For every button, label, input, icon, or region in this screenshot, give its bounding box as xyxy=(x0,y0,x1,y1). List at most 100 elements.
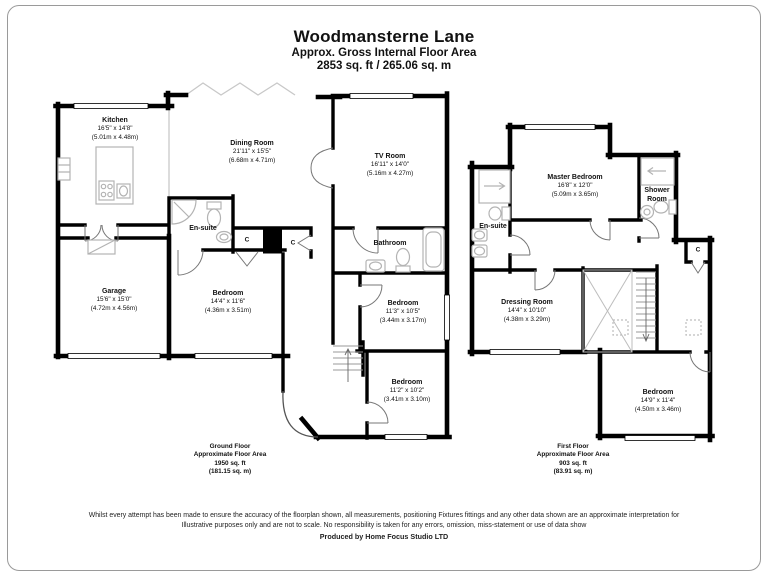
sink-icon xyxy=(471,228,488,242)
cupboard-label: C xyxy=(290,239,296,247)
floor-name: First Floor xyxy=(557,443,589,450)
window xyxy=(73,103,149,109)
room-dims-ft: 21'11" x 15'5" xyxy=(232,148,272,156)
room-dims-m: (4.38m x 3.29m) xyxy=(503,316,551,324)
room-name: Kitchen xyxy=(102,117,128,124)
floor-name: Ground Floor xyxy=(209,443,251,450)
room-dims-m: (6.68m x 4.71m) xyxy=(228,157,276,165)
bath-icon xyxy=(422,227,445,272)
room-dims-m: (4.72m x 4.56m) xyxy=(90,305,138,313)
produced-by: Produced by Home Focus Studio LTD xyxy=(319,532,449,541)
floor-area-label: Approximate Floor Area xyxy=(193,451,267,459)
garage-door xyxy=(67,353,161,359)
floor-area-label: Approximate Floor Area xyxy=(536,451,610,459)
bifold-door xyxy=(297,234,312,252)
room-dims-ft: 14'4" x 11'6" xyxy=(210,298,246,306)
sink-icon xyxy=(215,230,233,244)
room-name: Dining Room xyxy=(230,140,274,147)
room-label-shower-room: Shower Room xyxy=(644,186,669,205)
sink-icon xyxy=(639,204,655,220)
page-border xyxy=(7,5,761,571)
room-label-dining: Dining Room 21'11" x 15'5" (6.68m x 4.71… xyxy=(229,139,276,166)
floor-area-ft: 1950 sq. ft xyxy=(214,459,246,467)
first-fixtures xyxy=(471,157,702,353)
room-dims-m: (4.36m x 3.51m) xyxy=(204,307,252,315)
room-name: Room xyxy=(647,196,667,204)
room-dims-m: (5.09m x 3.65m) xyxy=(551,191,599,199)
room-dims-m: (4.50m x 3.46m) xyxy=(634,406,682,414)
window xyxy=(194,353,273,359)
room-name: TV Room xyxy=(374,153,406,160)
window xyxy=(384,434,428,440)
room-dims-ft: 14'9" x 11'4" xyxy=(640,397,676,405)
room-name: Garage xyxy=(101,288,127,295)
shower-icon xyxy=(478,169,511,204)
window xyxy=(624,435,696,441)
page-subtitle: Approx. Gross Internal Floor Area xyxy=(291,47,477,59)
room-dims-ft: 15'6" x 15'0" xyxy=(96,296,132,304)
zigzag-boundary xyxy=(185,82,296,96)
room-name: En-suite xyxy=(479,223,507,230)
room-label-dressing-room: Dressing Room 14'4" x 10'10" (4.38m x 3.… xyxy=(501,298,553,325)
floor-hatch-icon xyxy=(612,319,629,336)
cupboard-label: C xyxy=(244,236,250,244)
room-name: Bedroom xyxy=(387,300,419,307)
page-title: Woodmansterne Lane xyxy=(293,27,475,46)
bifold-door xyxy=(235,251,259,267)
room-name: Bathroom xyxy=(373,240,407,247)
first-stairs xyxy=(636,271,656,343)
bay-curve xyxy=(282,390,319,438)
first-floor-plan xyxy=(467,122,715,443)
disclaimer-line2: Illustrative purposes only and are not t… xyxy=(181,522,587,529)
ground-windows xyxy=(67,93,450,440)
window xyxy=(349,93,414,99)
first-floor-summary: First Floor Approximate Floor Area 903 s… xyxy=(537,443,610,476)
room-dims-ft: 16'5" x 14'8" xyxy=(97,125,133,133)
room-dims-m: (5.01m x 4.48m) xyxy=(91,134,139,142)
room-name: Bedroom xyxy=(642,389,674,396)
toilet-icon xyxy=(206,201,222,228)
wardrobe-icon xyxy=(582,269,633,353)
toilet-icon xyxy=(488,206,511,221)
window xyxy=(524,124,596,130)
toilet-icon xyxy=(653,199,677,215)
room-dims-ft: 16'8" x 12'0" xyxy=(557,182,593,190)
room-label-bedroom1: Bedroom 14'4" x 11'6" (4.36m x 3.51m) xyxy=(205,289,252,316)
room-dims-m: (3.41m x 3.10m) xyxy=(383,396,431,404)
room-name: Bedroom xyxy=(212,290,244,297)
room-label-ensuite-ground: En-suite xyxy=(189,224,217,233)
floor-area-ft: 903 sq. ft xyxy=(559,459,587,467)
room-dims-m: (3.44m x 3.17m) xyxy=(379,317,427,325)
sink-icon xyxy=(471,244,488,258)
room-label-bedroom3: Bedroom 11'2" x 10'2" (3.41m x 3.10m) xyxy=(384,378,431,405)
total-area: 2853 sq. ft / 265.06 sq. m xyxy=(316,60,452,72)
room-label-bedroom2: Bedroom 11'3" x 10'5" (3.44m x 3.17m) xyxy=(380,299,427,326)
room-label-master-bedroom: Master Bedroom 16'8" x 12'0" (5.09m x 3.… xyxy=(547,173,602,200)
floor-area-m: (181.15 sq. m) xyxy=(208,467,252,475)
ground-fixtures xyxy=(57,146,445,273)
toilet-icon xyxy=(395,247,411,273)
kitchen-island xyxy=(95,146,134,205)
room-dims-ft: 16'11" x 14'0" xyxy=(370,161,410,169)
window xyxy=(444,294,450,341)
room-label-ensuite-first: En-suite xyxy=(479,222,507,231)
disclaimer-line1: Whilst every attempt has been made to en… xyxy=(88,512,680,519)
room-dims-ft: 11'3" x 10'5" xyxy=(385,308,421,316)
room-name: Dressing Room xyxy=(501,299,553,306)
shower-icon xyxy=(640,157,675,186)
floor-hatch-icon xyxy=(685,319,702,336)
room-name: Shower xyxy=(644,187,670,194)
room-name: Master Bedroom xyxy=(547,174,603,181)
room-label-bedroom-first: Bedroom 14'9" x 11'4" (4.50m x 3.46m) xyxy=(635,388,682,415)
ground-stairs xyxy=(333,345,363,382)
first-door-arcs xyxy=(509,217,711,373)
room-dims-ft: 11'2" x 10'2" xyxy=(389,387,425,395)
shower-icon xyxy=(171,199,197,225)
wall-block xyxy=(263,226,282,254)
room-label-tv-room: TV Room 16'11" x 14'0" (5.16m x 4.27m) xyxy=(367,152,414,179)
ground-floor-plan xyxy=(53,82,452,442)
room-label-garage: Garage 15'6" x 15'0" (4.72m x 4.56m) xyxy=(91,287,138,314)
room-name: En-suite xyxy=(189,225,217,232)
